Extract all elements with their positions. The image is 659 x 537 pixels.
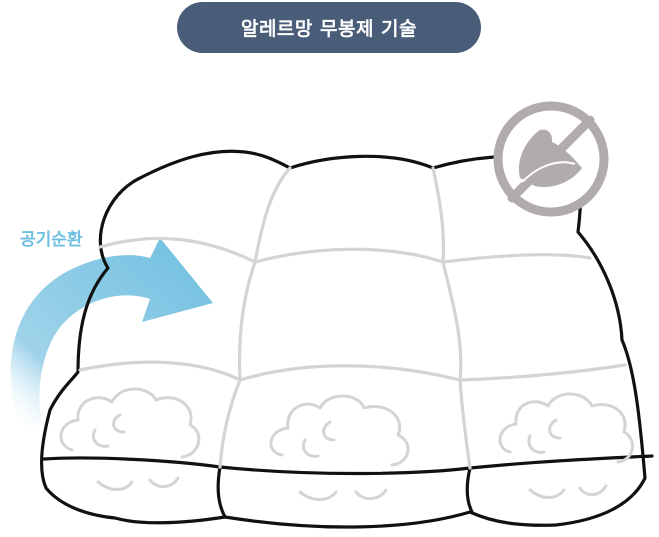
cotton-cloud-icon: [59, 387, 201, 491]
title-badge: 알레르망 무봉제 기술: [177, 2, 481, 53]
no-feather-icon: [493, 101, 609, 217]
comforter-outline: [40, 149, 654, 529]
cotton-cloud-icon: [269, 394, 410, 501]
title-text: 알레르망 무봉제 기술: [240, 18, 418, 40]
air-circulation-arrow-icon: [10, 238, 214, 425]
seamless-grid: [78, 166, 627, 470]
air-circulation-label: 공기순환: [20, 230, 83, 250]
cotton-cloud-icon: [498, 392, 634, 499]
